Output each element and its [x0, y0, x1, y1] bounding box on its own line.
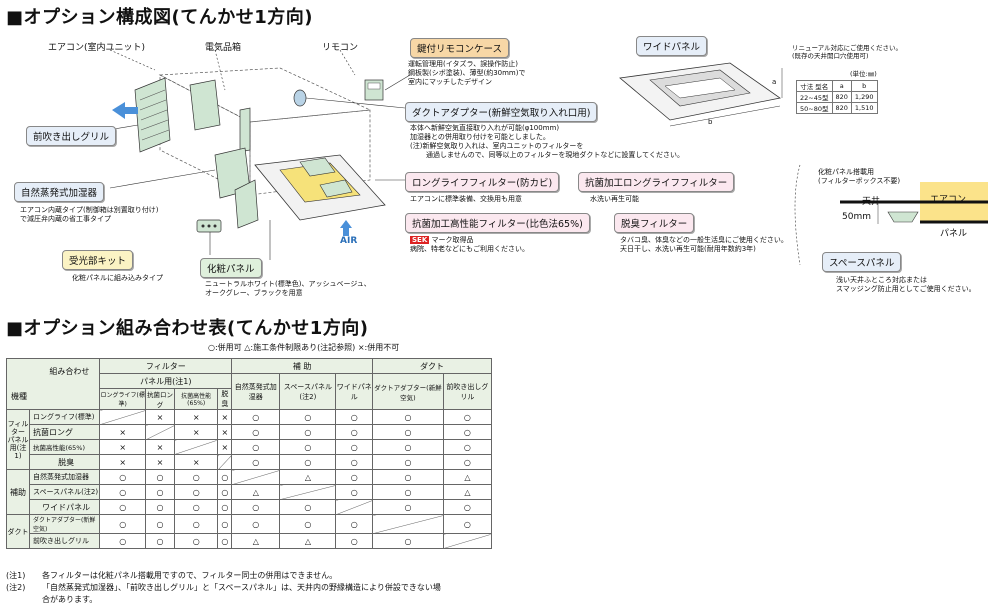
col-deodor: 脱臭 — [217, 388, 233, 410]
wide-panel-dim-a: a — [772, 78, 777, 86]
col-front-grill: 前吹き出しグリル — [442, 373, 493, 410]
front-grill-shape — [134, 77, 171, 153]
humidifier-tag: 自然蒸発式加湿器 — [14, 182, 105, 202]
table-row: 抗菌ロング ×××○○○○○ — [7, 424, 493, 440]
col-wide-panel: ワイドパネル — [335, 373, 374, 410]
wide-panel-dim-b: b — [708, 118, 713, 126]
receiver-kit-desc: 化粧パネルに組み込みタイプ — [72, 274, 163, 282]
table-row: ワイドパネル ○○○○○○○○ — [7, 499, 493, 515]
col-space-panel: スペースパネル(注2) — [279, 373, 337, 410]
table-row: 補助 自然蒸発式加湿器 ○○○○△○○△ — [6, 469, 493, 515]
humidifier-desc: エアコン内蔵タイプ(制御箱は別置取り付け) で減圧弁内蔵の省工事タイプ — [20, 206, 159, 223]
table-row: フィルター パネル用(注1) ロングライフ(標準) ×××○○○○○ — [6, 409, 493, 470]
space-panel-ceiling: 天井 — [862, 197, 881, 207]
group-aux: 補 助 — [231, 358, 374, 374]
wide-panel-tag: ワイドパネル — [636, 36, 708, 56]
space-panel-aircon: エアコン — [930, 195, 967, 205]
deodor-filter-tag: 脱臭フィルター — [614, 213, 695, 233]
space-panel-drawing — [794, 164, 988, 266]
wide-panel-note: リニューアル対応にご使用ください。 (既存の天井開口穴使用可) — [792, 44, 903, 60]
antibac-long-filter-desc: 水洗い再生可能 — [590, 195, 639, 203]
long-life-filter-desc: エアコンに標準装備、交換用も用意 — [410, 195, 522, 203]
col-humidifier: 自然蒸発式加湿器 — [231, 373, 281, 410]
wide-panel-unit: (単位:㎜) — [850, 70, 877, 78]
duct-adapter-tag: ダクトアダプター(新鮮空気取り入れ口用) — [405, 102, 598, 122]
antibac-hp-filter-tag: 抗菌加工高性能フィルター(比色法65%) — [405, 213, 590, 233]
table-corner: 組み合わせ 機種 — [5, 358, 101, 410]
electrical-box-label: 電気品箱 — [205, 43, 242, 53]
col-duct-adapter: ダクトアダプター(新鮮空気) — [372, 373, 444, 410]
front-grill-tag: 前吹き出しグリル — [26, 126, 117, 146]
aircon-label: エアコン(室内ユニット) — [48, 43, 146, 53]
combination-table: 組み合わせ 機種 フィルター 補 助 ダクト パネル用(注1) 自然蒸発式加湿器… — [5, 358, 493, 549]
wide-panel-drawing — [619, 62, 783, 127]
keyed-remote-case-tag: 鍵付リモコンケース — [410, 38, 510, 58]
duct-adapter-icon — [293, 89, 307, 107]
row-group-duct: ダクト — [6, 514, 30, 549]
notes: (注1)各フィルターは化粧パネル搭載用ですので、フィルター同士の併用はできません… — [6, 571, 441, 604]
space-panel-height: 50mm — [842, 212, 871, 222]
air-intake-arrow-icon — [340, 220, 352, 236]
table-row: スペースパネル(注2) ○○○○△○○△ — [7, 484, 493, 500]
antibac-hp-filter-desc: SEK マーク取得品 病院、特老などにもご利用ください。 — [410, 236, 529, 253]
legend: ○:併用可 △:施工条件制限あり(注記参照) ×:併用不可 — [208, 343, 400, 352]
sek-badge: SEK — [410, 236, 430, 244]
panel-tag: 化粧パネル — [200, 258, 262, 278]
section-title-config: ■オプション構成図(てんかせ1方向) — [6, 7, 313, 28]
col-antibac-long: 抗菌ロング — [145, 388, 175, 410]
space-panel-head: 化粧パネル搭載用 (フィルターボックス不要) — [818, 168, 901, 185]
duct-adapter-desc: 本体へ新鮮空気直接取り入れが可能(φ100mm) 加湿器との併用取り付けを可能と… — [410, 124, 684, 159]
table-row: 抗菌高性能(65%) ×××○○○○○ — [7, 439, 493, 455]
antibac-long-filter-tag: 抗菌加工ロングライフフィルター — [578, 172, 735, 192]
section-title-combination: ■オプション組み合わせ表(てんかせ1方向) — [6, 318, 369, 339]
remote-label: リモコン — [322, 43, 359, 53]
space-panel-panel: パネル — [940, 229, 968, 239]
keyed-remote-case-desc: 運転管理用(イタズラ、誤操作防止) 鋼板製(シボ塗装)、薄型(約30mm)で 室… — [408, 60, 526, 86]
long-life-filter-tag: ロングライフフィルター(防カビ) — [405, 172, 560, 192]
receiver-kit-tag: 受光部キット — [62, 250, 134, 270]
space-panel-tag: スペースパネル — [822, 252, 902, 272]
group-duct: ダクト — [372, 358, 492, 374]
panel-desc: ニュートラルホワイト(標準色)、アッシュベージュ、 オークグレー、ブラックを用意 — [205, 280, 371, 297]
airflow-arrow-icon — [112, 102, 138, 119]
space-panel-desc: 浅い天井ふところ対応または スマッジング防止用としてご使用ください。 — [836, 276, 976, 293]
col-antibac-hp: 抗菌高性能(65%) — [173, 388, 219, 410]
row-group-filter: フィルター パネル用(注1) — [6, 409, 30, 470]
deodor-filter-desc: タバコ臭、体臭などの一般生活臭にご使用ください。 天日干し、水洗い再生可能(耐用… — [620, 236, 788, 253]
table-row: 脱臭 ×××○○○○○ — [7, 454, 493, 470]
col-long-life: ロングライフ(標準) — [99, 388, 147, 410]
table-row: 前吹き出しグリル ○○○○△△○○ — [7, 533, 493, 549]
option-diagram — [95, 49, 411, 260]
sub-group-panel: パネル用(注1) — [99, 373, 233, 389]
row-group-aux: 補助 — [6, 469, 30, 515]
group-filter: フィルター — [99, 358, 233, 374]
air-label: AIR — [340, 236, 358, 246]
table-row: ダクト ダクトアダプター(新鮮空気) ○○○○○○○○ — [6, 514, 493, 549]
